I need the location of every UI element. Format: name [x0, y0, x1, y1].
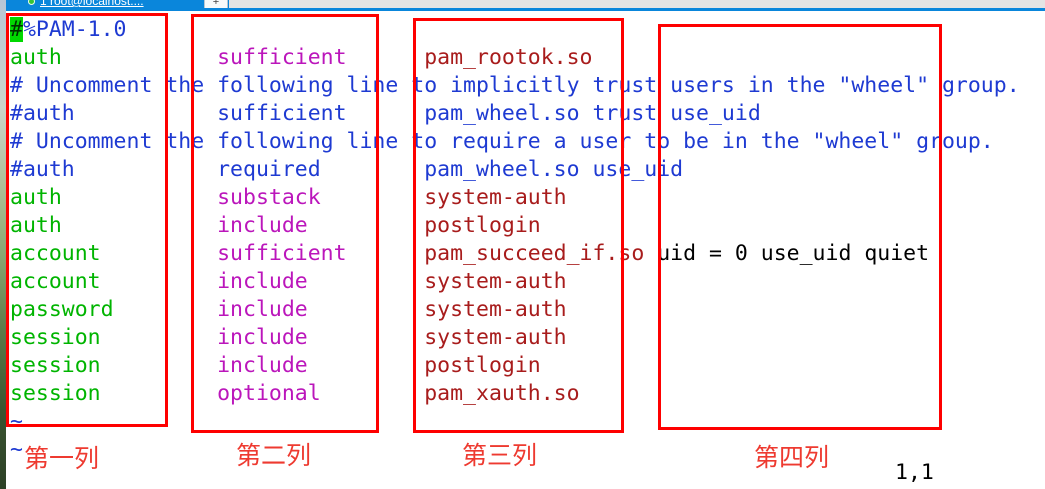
code-segment: session	[10, 353, 218, 378]
code-segment: ~	[10, 409, 23, 434]
column-label-2: 第二列	[236, 442, 312, 470]
vim-cursor: #	[10, 17, 23, 42]
code-segment: postlogin	[424, 353, 541, 378]
column-label-1: 第一列	[24, 445, 100, 473]
code-line: # Uncomment the following line to implic…	[10, 72, 1020, 100]
code-segment: #auth sufficient pam_wheel.so trust use_…	[10, 101, 761, 126]
terminal-tab-bar: 1 root@localhost:... +	[6, 0, 1045, 11]
code-line: auth substack system-auth	[10, 184, 1020, 212]
code-line: auth include postlogin	[10, 212, 1020, 240]
column-label-4: 第四列	[754, 444, 830, 472]
code-line: ~	[10, 408, 1020, 436]
code-line: auth sufficient pam_rootok.so	[10, 44, 1020, 72]
session-tab-title: 1 root@localhost:...	[40, 0, 144, 8]
code-segment: optional	[217, 381, 425, 406]
code-segment: pam_rootok.so	[424, 45, 593, 70]
new-tab-button[interactable]: +	[204, 0, 228, 8]
code-segment: include	[217, 353, 425, 378]
code-segment: auth	[10, 213, 218, 238]
code-segment: system-auth	[424, 185, 567, 210]
code-segment: include	[217, 297, 425, 322]
session-status-dot-icon	[28, 0, 35, 5]
code-segment: system-auth	[424, 269, 567, 294]
code-segment: pam_xauth.so	[424, 381, 580, 406]
code-line: #%PAM-1.0	[10, 16, 1020, 44]
code-segment: #auth required pam_wheel.so use_uid	[10, 157, 684, 182]
code-line: password include system-auth	[10, 296, 1020, 324]
code-line: ~	[10, 436, 1020, 464]
code-line: #auth required pam_wheel.so use_uid	[10, 156, 1020, 184]
desktop-wallpaper-strip	[0, 0, 6, 489]
code-line: #auth sufficient pam_wheel.so trust use_…	[10, 100, 1020, 128]
code-segment: account	[10, 241, 218, 266]
code-segment: ~	[10, 437, 23, 462]
code-segment: password	[10, 297, 218, 322]
code-line: account sufficient pam_succeed_if.so uid…	[10, 240, 1020, 268]
code-segment: sufficient	[217, 45, 425, 70]
code-segment: %PAM-1.0	[22, 17, 127, 42]
code-segment: pam_succeed_if.so	[424, 241, 645, 266]
code-segment: # Uncomment the following line to requir…	[10, 129, 994, 154]
terminal-session-tab[interactable]: 1 root@localhost:...	[6, 0, 203, 8]
tab-bar-empty-area	[229, 0, 1045, 8]
code-segment: session	[10, 381, 218, 406]
code-segment: include	[217, 325, 425, 350]
code-segment: system-auth	[424, 297, 567, 322]
column-label-3: 第三列	[462, 442, 538, 470]
code-segment: include	[217, 213, 425, 238]
plus-icon: +	[212, 0, 220, 8]
code-line: session optional pam_xauth.so	[10, 380, 1020, 408]
code-segment: auth	[10, 185, 218, 210]
code-segment: sufficient	[217, 241, 425, 266]
code-line: session include system-auth	[10, 324, 1020, 352]
code-segment: auth	[10, 45, 218, 70]
code-segment: uid = 0 use_uid quiet	[644, 241, 930, 266]
code-segment: session	[10, 325, 218, 350]
code-segment: account	[10, 269, 218, 294]
code-segment: system-auth	[424, 325, 567, 350]
code-line: account include system-auth	[10, 268, 1020, 296]
code-segment: substack	[217, 185, 425, 210]
vim-ruler-position: 1,1	[895, 460, 934, 485]
code-line: session include postlogin	[10, 352, 1020, 380]
code-segment: postlogin	[424, 213, 541, 238]
code-segment: include	[217, 269, 425, 294]
code-segment: # Uncomment the following line to implic…	[10, 73, 1020, 98]
code-line: # Uncomment the following line to requir…	[10, 128, 1020, 156]
